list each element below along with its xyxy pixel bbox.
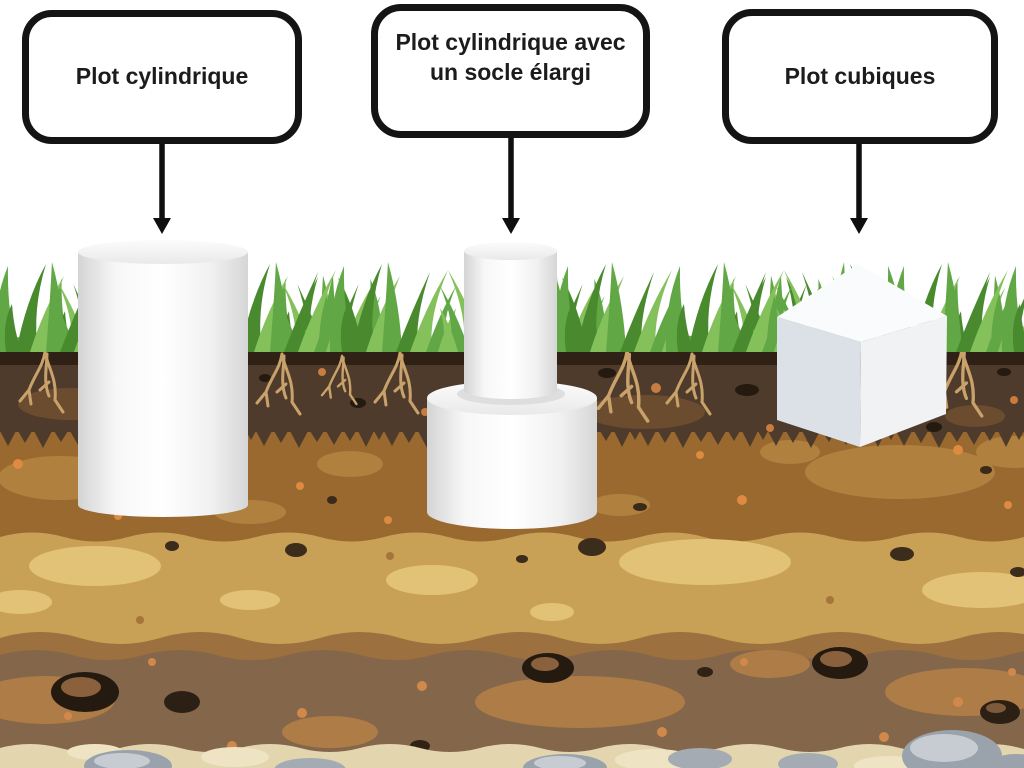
callout-label: Plot cylindrique [75, 63, 249, 90]
buried-stones [51, 647, 1020, 752]
cubic-footing [777, 264, 947, 447]
callout-arrows [153, 137, 868, 234]
callout-box-cylindrical-with-base: Plot cylindrique avec un socle élargi [371, 4, 650, 138]
callout-label: Plot cubiques [784, 62, 936, 89]
arrow-down-2 [502, 137, 520, 234]
cylindrical-footing-with-base [427, 242, 597, 529]
callout-box-cylindrical: Plot cylindrique [22, 10, 302, 144]
arrow-down-1 [153, 144, 171, 234]
river-stones [84, 730, 1024, 768]
callout-box-cubic: Plot cubiques [722, 9, 998, 144]
callout-label: Plot cylindrique avec un socle élargi [395, 29, 626, 85]
arrow-down-3 [850, 144, 868, 234]
soil-layer-tan [0, 532, 1024, 665]
soil-layer-graybrown [0, 647, 1024, 768]
soil-layer-cream [0, 730, 1024, 768]
cylindrical-footing [78, 240, 248, 517]
